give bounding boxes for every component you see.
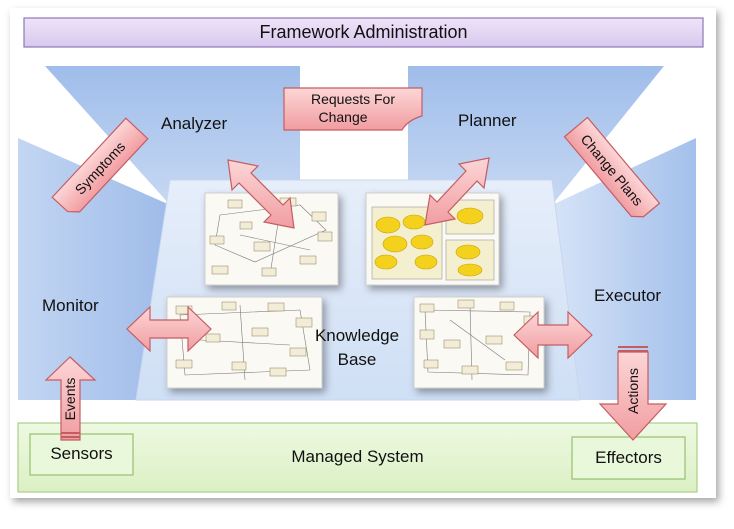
knowledge-base-label-line1: Knowledge [314,326,400,345]
framework-administration-bar [23,17,704,48]
planner-kb-double-arrow [424,157,490,226]
sensors-box [29,433,134,476]
effectors-label: Effectors [595,448,662,467]
requests-label-line2: Change [318,109,368,125]
executor-kb-double-arrow [513,310,593,360]
change-plans-banner [563,116,661,218]
thumbnail-executor-model [413,296,545,389]
symptoms-banner [51,117,149,213]
executor-label: Executor [594,286,662,305]
analyzer-kb-double-arrow [227,159,295,229]
monitor-label: Monitor [42,296,99,315]
requests-label-line1: Requests For [310,91,396,107]
planner-label: Planner [458,111,517,130]
events-label: Events [62,377,78,421]
actions-arrow [598,346,668,441]
effectors-box [571,436,686,480]
managed-system-label: Managed System [291,447,424,466]
analyzer-label: Analyzer [161,114,228,133]
events-arrow [44,356,97,441]
actions-label: Actions [625,368,641,414]
knowledge-base-label-line2: Base [337,350,377,369]
requests-for-change-banner [283,87,423,131]
header-title: Framework Administration [259,22,468,42]
sensors-label: Sensors [50,444,113,463]
monitor-kb-double-arrow [126,305,212,353]
